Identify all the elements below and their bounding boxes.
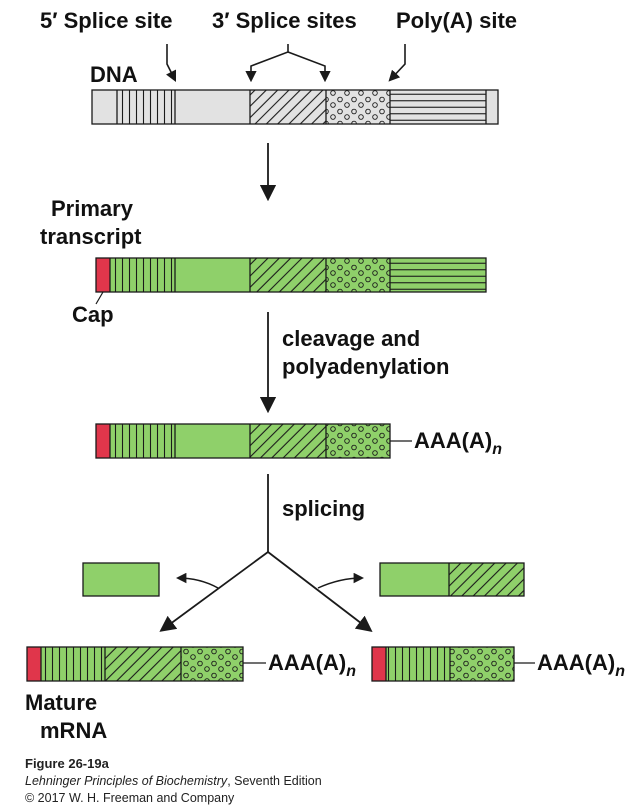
excised-intron-left <box>82 562 160 597</box>
dna-gene-bar <box>91 89 499 125</box>
polya-tail-label-1: AAA(A)n <box>414 428 502 458</box>
splicing-step-label: splicing <box>282 496 366 521</box>
splice-site-pointers <box>165 44 406 83</box>
mature-mrna-left-bar <box>26 646 244 682</box>
primary-transcript-label-line2: transcript <box>40 224 142 249</box>
mature-mrna-label-line1: Mature <box>25 690 98 715</box>
copyright-line: © 2017 W. H. Freeman and Company <box>25 791 235 805</box>
three-prime-splice-sites-label: 3′ Splice sites <box>212 8 357 33</box>
polya-tail-label-2: AAA(A)n <box>268 650 356 680</box>
mature-mrna-right-bar <box>371 646 515 682</box>
excised-intron-right <box>379 562 525 597</box>
polyadenylated-transcript-bar <box>95 423 391 459</box>
book-credit: Lehninger Principles of Biochemistry, Se… <box>25 774 322 788</box>
polya-tail-label-3: AAA(A)n <box>537 650 625 680</box>
primary-transcript-label-line1: Primary <box>51 196 133 221</box>
cleavage-step-label-line2: polyadenylation <box>282 354 450 379</box>
cap-label: Cap <box>72 302 114 327</box>
cap-leader-line <box>95 291 104 305</box>
mature-mrna-label-line2: mRNA <box>40 718 108 743</box>
five-prime-splice-site-label: 5′ Splice site <box>40 8 173 33</box>
poly-a-site-label: Poly(A) site <box>396 8 518 33</box>
splicing-arrows <box>159 474 373 632</box>
figure-number: Figure 26-19a <box>25 756 109 771</box>
primary-transcript-bar <box>95 257 487 293</box>
dna-label: DNA <box>90 62 138 87</box>
cleavage-step-label-line1: cleavage and <box>282 326 421 351</box>
